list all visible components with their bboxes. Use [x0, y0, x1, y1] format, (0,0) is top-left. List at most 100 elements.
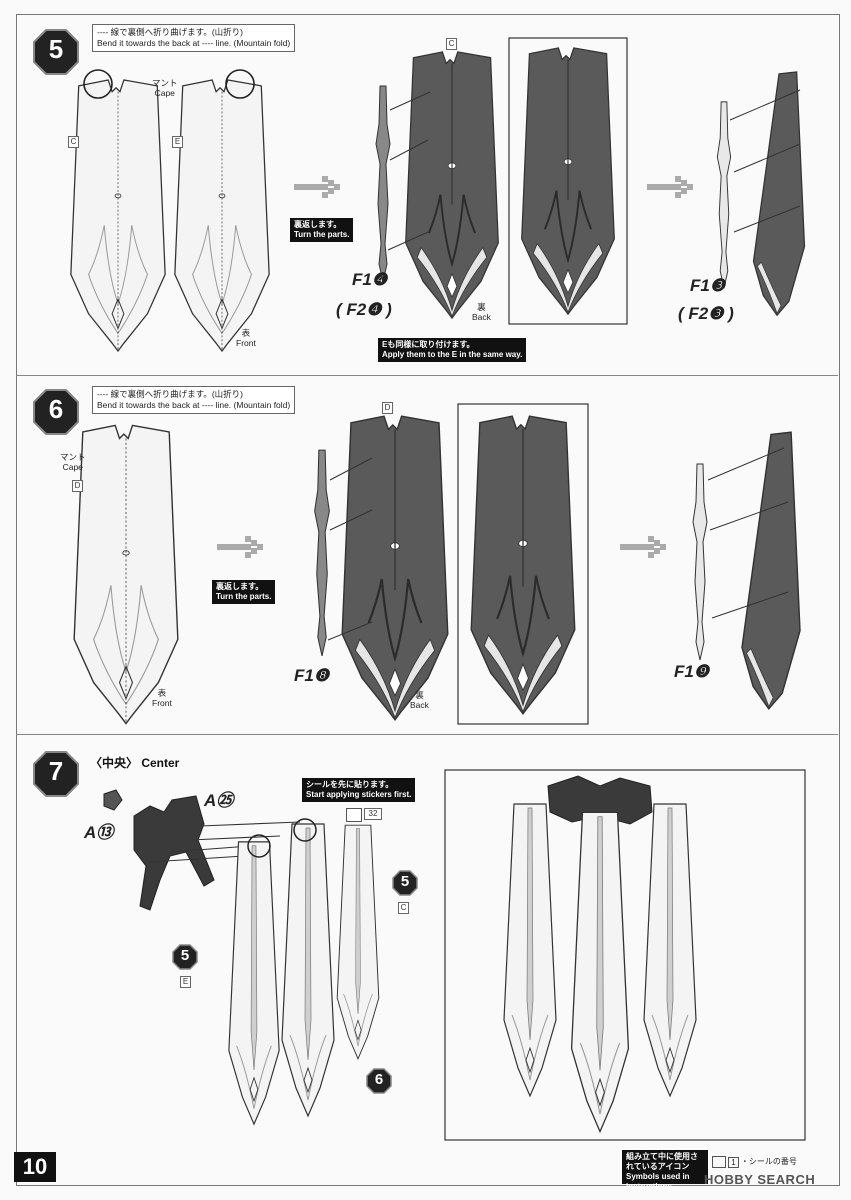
step6-half-cape: [741, 431, 801, 710]
step5-result-cape: [520, 46, 616, 316]
cape-label: マント Cape: [152, 78, 178, 98]
sticker-icon: [712, 1156, 726, 1168]
step5-strip-f1-3: [716, 101, 732, 289]
fold-note-jp: ---- 線で裏側へ折り曲げます。(山折り): [97, 389, 243, 399]
step6-strip-f1-8: [314, 449, 330, 657]
turn-arrow: [217, 536, 263, 558]
part-code-f2-4: ( F2❹ ): [336, 300, 392, 319]
step6-result-box: [457, 403, 589, 725]
turn-arrow: [647, 176, 693, 198]
sticker-first-jp: シールを先に貼ります。: [306, 780, 394, 789]
step-7-badge: 7: [32, 750, 80, 798]
front-label: 表 Front: [236, 328, 256, 348]
sticker-icon: [346, 808, 362, 822]
part-code-f1-3: F1❸: [690, 276, 726, 295]
turn-parts-tag: 裏返します。 Turn the parts.: [290, 218, 354, 242]
sticker-first-en: Start applying stickers first.: [306, 790, 412, 799]
apply-same-jp: Eも同様に取り付けます。: [382, 340, 475, 349]
symbols-legend-title: 組み立て中に使用されているアイコン Symbols used in instru…: [622, 1150, 708, 1191]
sticker-desc: ・シールの番号: [740, 1157, 797, 1167]
step-ref-6-badge: 6: [366, 1068, 392, 1094]
turn-parts-en: Turn the parts.: [216, 592, 272, 601]
step7-result-assembly: [502, 775, 698, 1133]
step5-half-cape: [752, 71, 806, 316]
step6-front-cape-d: [73, 424, 179, 725]
part-code-f2-3: ( F2❸ ): [678, 304, 734, 323]
page-number: 10: [14, 1152, 56, 1182]
fold-note-en: Bend it towards the back at ---- line. (…: [97, 38, 291, 48]
step7-connector-part: [103, 789, 215, 911]
step5-back-cape-c: [404, 50, 500, 320]
section-divider: [16, 734, 838, 735]
part-label-c: C: [68, 136, 79, 148]
back-label: 裏 Back: [410, 690, 429, 710]
step-ref-number: 6: [374, 1071, 384, 1088]
sticker-first-tag: シールを先に貼ります。 Start applying stickers firs…: [302, 778, 416, 802]
step-ref-5-badge: 5: [172, 944, 198, 970]
step7-cape-right: [336, 824, 380, 1060]
cape-label-jp: マント: [152, 78, 178, 88]
back-label-en: Back: [472, 312, 491, 322]
apply-same-tag: Eも同様に取り付けます。 Apply them to the E in the …: [378, 338, 527, 362]
turn-parts-tag: 裏返します。 Turn the parts.: [212, 580, 276, 604]
turn-arrow: [620, 536, 666, 558]
fold-note: ---- 線で裏側へ折り曲げます。(山折り) Bend it towards t…: [92, 24, 296, 52]
fold-note-en: Bend it towards the back at ---- line. (…: [97, 400, 291, 410]
section-title-center: 〈中央〉 Center: [90, 756, 180, 770]
step-ref-number: 5: [180, 947, 190, 964]
part-code-a13: A⑬: [84, 823, 114, 842]
step-number: 7: [48, 756, 64, 786]
part-code-f1-9: F1❾: [674, 662, 710, 681]
front-label-en: Front: [152, 698, 172, 708]
step-ref-5-badge: 5: [392, 870, 418, 896]
back-label-en: Back: [410, 700, 429, 710]
part-code-a25: A㉕: [204, 791, 234, 810]
front-label-en: Front: [236, 338, 256, 348]
back-label-jp: 裏: [415, 690, 424, 700]
part-label-d: D: [72, 480, 83, 492]
step7-result-box: [444, 769, 806, 1141]
step-number: 6: [48, 394, 64, 424]
back-label-jp: 裏: [477, 302, 486, 312]
cape-label-en: Cape: [62, 462, 83, 472]
watermark: HOBBY SEARCH: [704, 1172, 816, 1187]
turn-parts-jp: 裏返します。: [294, 220, 342, 229]
part-label-e: E: [172, 136, 183, 148]
step5-result-box: [508, 37, 628, 325]
cape-label: マント Cape: [60, 452, 86, 472]
sticker-number: 32: [364, 808, 382, 820]
front-label-jp: 表: [241, 328, 251, 338]
turn-arrow: [294, 176, 340, 198]
step6-strip-f1-9: [692, 463, 708, 661]
back-label: 裏 Back: [472, 302, 491, 322]
turn-parts-jp: 裏返します。: [216, 582, 264, 591]
page-frame: [16, 14, 840, 1186]
cape-label-en: Cape: [154, 88, 175, 98]
front-label-jp: 表: [157, 688, 167, 698]
step5-strip-f1-4: [375, 85, 391, 283]
step7-cape-middle: [281, 823, 335, 1117]
step6-result-cape: [470, 415, 576, 715]
part-label-e: E: [180, 976, 191, 988]
step-5-badge: 5: [32, 28, 80, 76]
step5-front-cape-e: [174, 69, 270, 352]
part-label-c: C: [398, 902, 409, 914]
symbols-legend-jp: 組み立て中に使用されているアイコン: [626, 1152, 698, 1171]
part-label-d: D: [382, 402, 393, 414]
fold-note: ---- 線で裏側へ折り曲げます。(山折り) Bend it towards t…: [92, 386, 296, 414]
step-ref-number: 5: [400, 873, 410, 890]
step7-cape-left: [228, 841, 280, 1125]
part-code-f1-4: F1❹: [352, 270, 388, 289]
step-6-badge: 6: [32, 388, 80, 436]
section-divider: [16, 375, 838, 376]
cape-label-jp: マント: [60, 452, 86, 462]
sticker-symbol-legend: 1 ・シールの番号: [712, 1156, 797, 1168]
front-label: 表 Front: [152, 688, 172, 708]
part-label-c: C: [446, 38, 457, 50]
apply-same-en: Apply them to the E in the same way.: [382, 350, 523, 359]
sticker-icon-number: 1: [728, 1156, 739, 1168]
part-code-f1-8: F1❽: [294, 666, 330, 685]
fold-note-jp: ---- 線で裏側へ折り曲げます。(山折り): [97, 27, 243, 37]
